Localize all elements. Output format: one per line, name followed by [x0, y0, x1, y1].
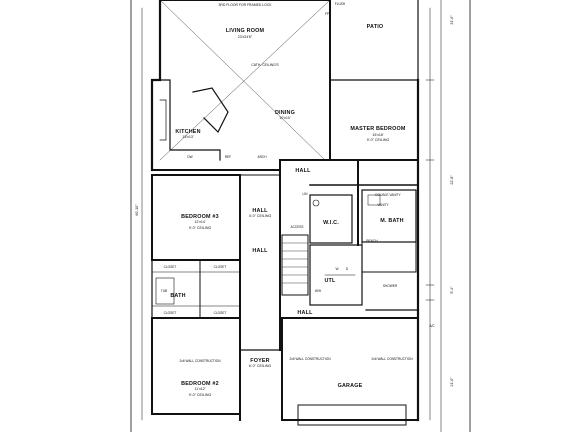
bedroom-3-dim: 12'x14' — [194, 220, 205, 224]
master-bedroom-label: MASTER BEDROOM — [350, 126, 406, 132]
hall-mid-label: HALL — [252, 248, 268, 254]
garage-note-right: 2x6 WALL CONSTRUCTION — [371, 357, 413, 361]
kitchen-label: KITCHEN — [175, 129, 200, 135]
m-bath-label: M. BATH — [380, 218, 403, 224]
dining-label: DINING — [275, 110, 295, 116]
hall-center-label: HALL — [252, 208, 268, 214]
bedroom-2-label: BEDROOM #2 — [181, 381, 219, 387]
bedroom-3-ceiling: 9'-0" CEILING — [189, 226, 212, 230]
arch-label: ARCH — [257, 155, 267, 159]
closet-2-label: CLOSET — [214, 265, 227, 269]
shower-label: SHOWER — [383, 284, 398, 288]
d-label: D — [346, 267, 349, 271]
kitchen-dim: 13'x13' — [182, 135, 193, 139]
master-ceiling: 9'-0" CEILING — [367, 138, 390, 142]
wic-label: W.I.C. — [323, 220, 339, 226]
wh-label: W/H — [315, 289, 322, 293]
master-bedroom-dim: 15'x16' — [372, 133, 383, 137]
cath-ceiling-label: CATH. CEILING'S — [251, 63, 279, 67]
garage-note-left: 2x6 WALL CONSTRUCTION — [289, 357, 331, 361]
foyer-dim: 6'-0" CEILING — [249, 364, 272, 368]
bedroom-2-dim: 11'x12' — [195, 387, 206, 391]
bedroom-3-label: BEDROOM #3 — [181, 214, 219, 220]
right-bottom-dim: 21'-0" — [450, 377, 454, 387]
stair-access-label: ACCESS — [290, 225, 303, 229]
wall-note-left: 2x6 WALL CONSTRUCTION — [179, 359, 221, 363]
bath-label: BATH — [170, 293, 185, 299]
lin-label: LIN — [303, 192, 309, 196]
ac-label: A/C — [429, 324, 435, 328]
top-note: 3RD FLOOR FOR FRAMED LOCK — [219, 3, 273, 7]
closet-4-label: CLOSET — [214, 311, 227, 315]
garage-label: GARAGE — [338, 383, 363, 389]
tub-label: TUB — [161, 289, 167, 293]
right-lower-dim: 5'-4" — [450, 286, 454, 294]
patio-label: PATIO — [367, 24, 384, 30]
hall-lower-label: HALL — [297, 310, 313, 316]
hall-upper-label: HALL — [295, 168, 311, 174]
utl-label: UTL — [324, 278, 336, 284]
w-label: W — [335, 267, 338, 271]
living-room-dim: 23'x24'6" — [238, 35, 253, 39]
fp-label: FP — [325, 12, 329, 16]
vanity-label: VANITY — [377, 203, 389, 207]
right-top-dim: 31'-0" — [450, 15, 454, 25]
left-overall-dim: 60'-10" — [135, 204, 139, 216]
ref-label: REF — [225, 155, 231, 159]
living-room-label: LIVING ROOM — [226, 28, 265, 34]
bedroom-2-ceiling: 9'-0" CEILING — [189, 393, 212, 397]
closet-3-label: CLOSET — [164, 311, 177, 315]
hall-dim: 4'-0" CEILING — [249, 214, 272, 218]
right-mid-dim: 22'-8" — [450, 175, 454, 185]
flush-label: FLUSH — [335, 2, 346, 6]
foyer-label: FOYER — [250, 358, 270, 364]
dw-label: DW — [187, 155, 192, 159]
dining-dim: 10'x10' — [279, 116, 290, 120]
closet-1-label: CLOSET — [164, 265, 177, 269]
bench-label: BENCH — [366, 239, 378, 243]
double-vanity-label: DOUBLE VANITY — [375, 193, 401, 197]
